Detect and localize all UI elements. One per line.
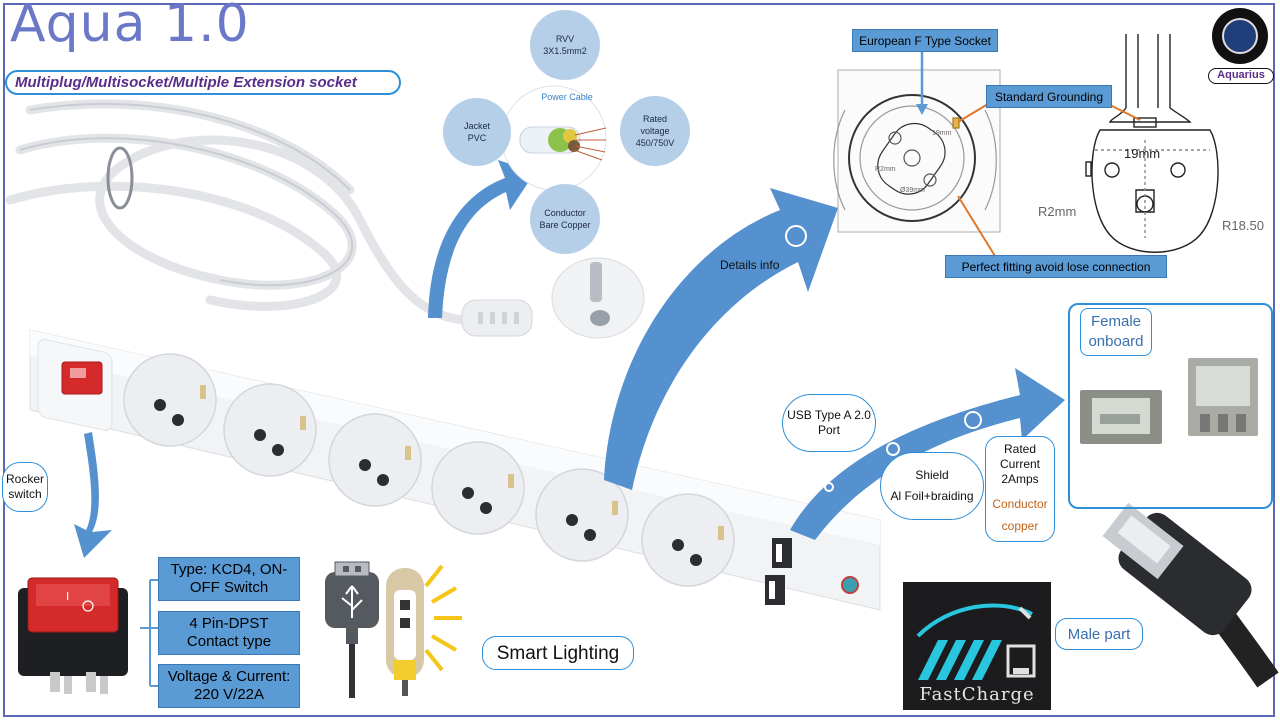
cable-tie bbox=[106, 146, 134, 210]
grounding-callout: Standard Grounding bbox=[986, 85, 1112, 108]
dim-r2mm: R2mm bbox=[1038, 204, 1077, 219]
arrow-bubbles bbox=[785, 225, 982, 492]
shield-value: Al Foil+braiding bbox=[890, 489, 974, 503]
usb-plug-icon bbox=[325, 561, 379, 698]
aquarius-logo: Aquarius bbox=[1208, 8, 1274, 84]
logo-text: Aquarius bbox=[1208, 68, 1274, 84]
shield-title: Shield bbox=[915, 468, 949, 482]
page-title: Aqua 1.0 bbox=[10, 0, 250, 54]
dim-19mm: 19mm bbox=[1124, 146, 1161, 161]
female-onboard-label: Female onboard bbox=[1080, 308, 1152, 356]
usb-female-panel bbox=[1068, 303, 1273, 509]
european-f-callout: European F Type Socket bbox=[852, 29, 998, 52]
cable-jacket-label: Jacket PVC bbox=[463, 121, 490, 143]
socket-drawing-plan bbox=[1085, 34, 1219, 253]
fastcharge-logo bbox=[903, 582, 1051, 710]
rated-current-title: Rated Current 2Amps bbox=[999, 441, 1040, 486]
usb-type-a-label: USB Type A 2.0 Port bbox=[782, 394, 876, 452]
rated-current-label: Rated Current 2Amps Conductor copper bbox=[985, 436, 1055, 542]
coiled-cable bbox=[5, 99, 475, 325]
rocker-switch-label: Rocker switch bbox=[2, 462, 48, 512]
page-subtitle: Multiplug/Multisocket/Multiple Extension… bbox=[5, 70, 401, 95]
fitting-callout: Perfect fitting avoid lose connection bbox=[945, 255, 1167, 278]
cable-rvv-label: RVV 3X1.5mm2 bbox=[543, 34, 587, 56]
switch-spec-type: Type: KCD4, ON-OFF Switch bbox=[158, 557, 300, 601]
svg-text:I: I bbox=[66, 590, 69, 603]
cable-conductor-label: Conductor Bare Copper bbox=[539, 208, 591, 230]
smart-lighting-label: Smart Lighting bbox=[482, 636, 634, 670]
switch-spec-voltage: Voltage & Current: 220 V/22A bbox=[158, 664, 300, 708]
cable-jacket-circle: Jacket PVC bbox=[443, 98, 511, 166]
usb-female-photo bbox=[1080, 358, 1258, 444]
rated-current-sub: Conductor copper bbox=[992, 496, 1048, 533]
power-strip bbox=[29, 329, 881, 611]
cable-conductor-circle: Conductor Bare Copper bbox=[530, 184, 600, 254]
male-part-label: Male part bbox=[1055, 618, 1143, 650]
spec-tree bbox=[140, 579, 158, 687]
logo-emblem-inner-icon bbox=[1222, 18, 1258, 54]
slide-frame bbox=[3, 3, 1275, 717]
fastcharge-text: FastCharge bbox=[919, 684, 1035, 705]
schuko-plug bbox=[461, 257, 645, 339]
dim-r2-small: R2mm bbox=[875, 166, 896, 173]
details-info-label: Details info bbox=[720, 258, 780, 272]
cable-voltage-circle: Rated voltage 450/750V bbox=[620, 96, 690, 166]
dim-39mm: Ø39mm bbox=[900, 187, 925, 194]
shield-label: Shield Al Foil+braiding bbox=[880, 452, 984, 520]
dim-19mm-small: 19mm bbox=[932, 130, 952, 137]
dim-r1850: R18.50 bbox=[1222, 218, 1264, 233]
rocker-switch-photo: I bbox=[18, 577, 128, 694]
power-cable-label: Power Cable bbox=[541, 92, 593, 102]
socket-drawing-front bbox=[833, 69, 1001, 233]
switch-spec-contact: 4 Pin-DPST Contact type bbox=[158, 611, 300, 655]
usb-light-icon bbox=[386, 564, 462, 696]
flow-arrows bbox=[74, 160, 1065, 558]
cable-rvv-circle: RVV 3X1.5mm2 bbox=[530, 10, 600, 80]
cable-voltage-label: Rated voltage 450/750V bbox=[635, 114, 675, 148]
usb-male-photo bbox=[1102, 502, 1279, 688]
